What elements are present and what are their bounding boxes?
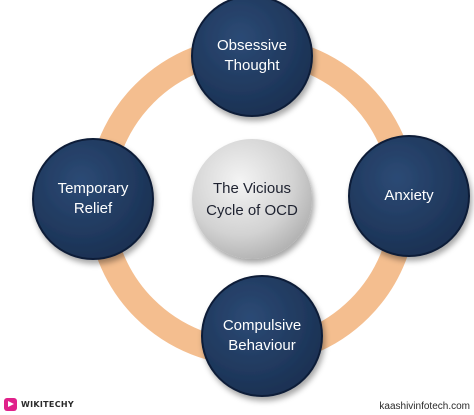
nodes-layer — [32, 0, 470, 397]
node-circle-compulsive-behaviour — [201, 275, 323, 397]
source-url: kaashivinfotech.com — [379, 401, 470, 412]
node-circle-temporary-relief — [32, 138, 154, 260]
node-circle-anxiety — [348, 135, 470, 257]
brand-name: WIKITECHY — [21, 400, 74, 409]
node-circle-obsessive-thought — [191, 0, 313, 117]
play-logo-icon — [4, 398, 17, 411]
center-circle — [192, 139, 312, 259]
brand-logo-group: WIKITECHY — [4, 398, 74, 411]
